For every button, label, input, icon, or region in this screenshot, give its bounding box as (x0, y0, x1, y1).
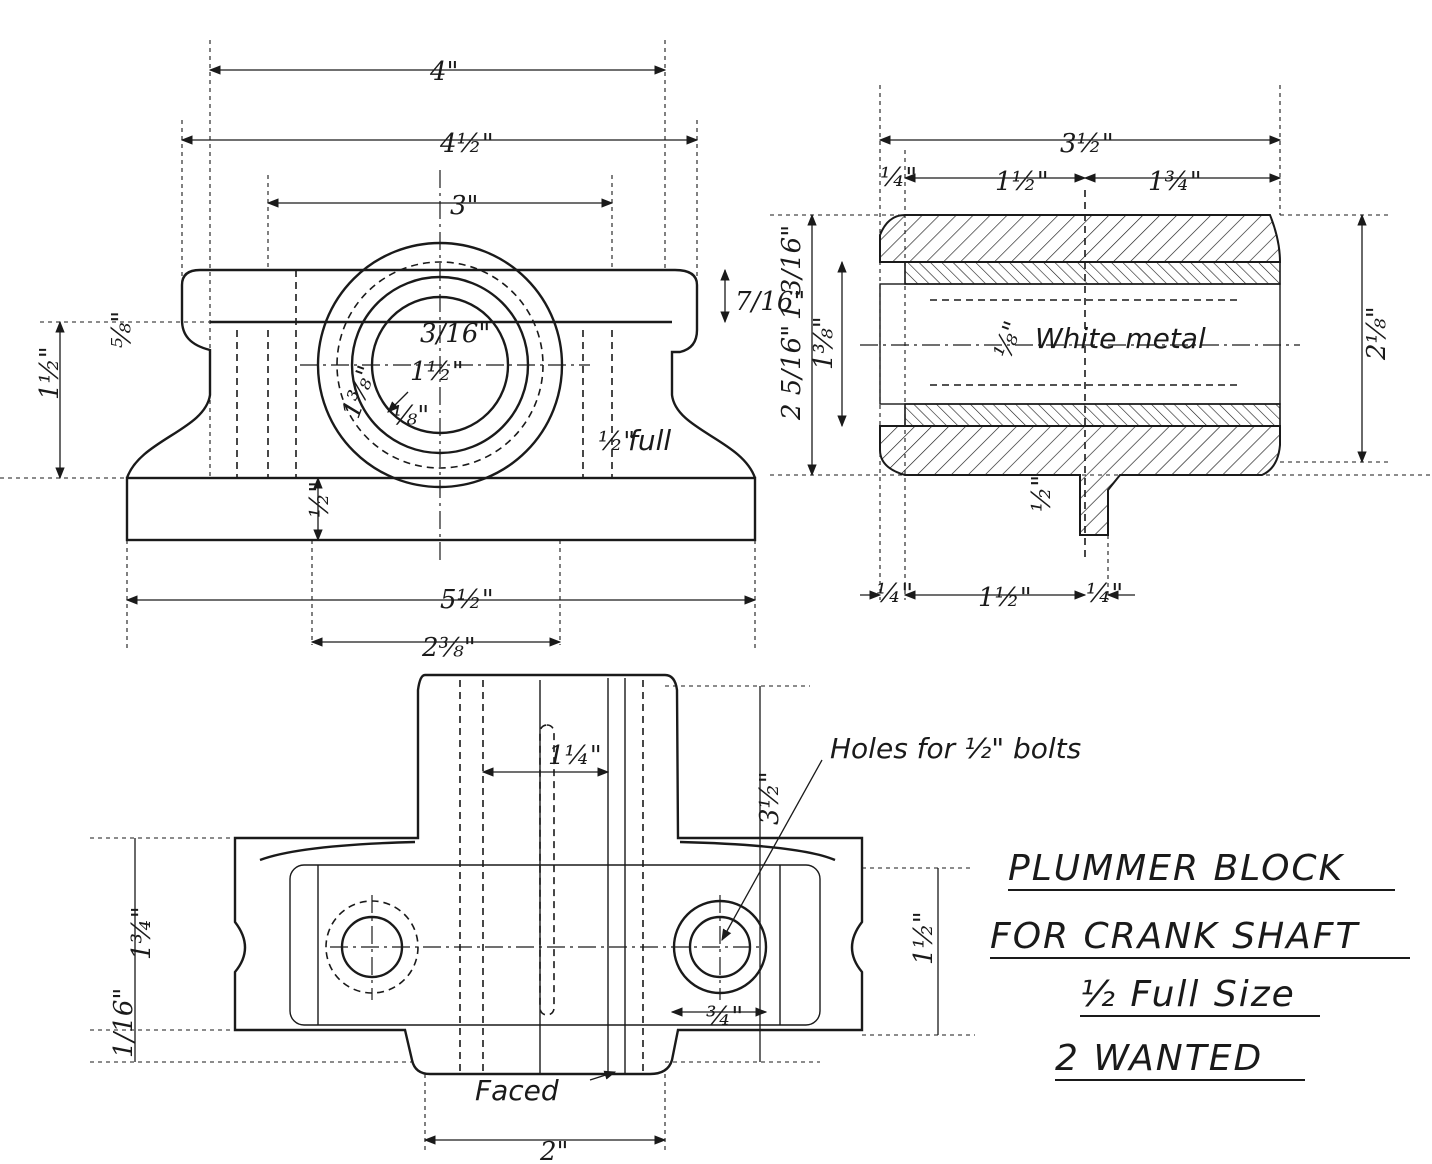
dim-1-half-plan: 1½" (909, 911, 939, 965)
dim-7-16: 7/16" (735, 287, 805, 317)
title-block: PLUMMER BLOCK FOR CRANK SHAFT ½ Full Siz… (990, 848, 1410, 1081)
dim-1-half-bottom: 1½" (978, 583, 1032, 613)
side-white-metal-bottom (904, 403, 1281, 427)
note-holes: Holes for ½" bolts (830, 732, 1081, 765)
dim-3-half: 3½" (1060, 129, 1114, 159)
dim-3-4: ¾" (706, 1002, 743, 1032)
title-line-1: PLUMMER BLOCK (1008, 848, 1345, 889)
dim-base-half: ½" (305, 481, 335, 518)
dim-2-5-16: 2 5/16" (777, 325, 807, 421)
dim-3-half-plan: 3½" (755, 771, 785, 825)
dim-2-1-8: 2⅛" (1362, 306, 1392, 361)
title-line-4: 2 WANTED (1055, 1038, 1263, 1079)
dim-quarter-right: ¼" (1086, 579, 1123, 609)
leader-faced (589, 1070, 617, 1081)
plan-view: 1¾" 1/16" 1½" 3½" 2" 1¼" ¾" Holes for ½"… (90, 673, 1081, 1164)
plan-outline (233, 673, 864, 1076)
dim-1-8-side: ⅛" (988, 317, 1029, 362)
title-line-3: ½ Full Size (1080, 974, 1296, 1015)
dim-1-4: 1¼" (548, 741, 602, 771)
dim-leader-bore (387, 391, 409, 413)
dim-5-8: ⅝" (107, 311, 137, 348)
dim-1-16: 1/16" (109, 988, 139, 1058)
plan-pad (259, 840, 836, 862)
note-white-metal: White metal (1035, 322, 1206, 355)
dim-2-3-8: 2⅜" (421, 633, 476, 663)
dim-1-3-8-front: 1⅜" (336, 362, 383, 423)
dim-bore-1-8: ⅛" (392, 401, 429, 431)
dim-1-half-top: 1½" (995, 167, 1049, 197)
front-elevation: 4" 4½" 3" 5½" 2⅜" 1½" ⅝" ½" 7/16" ½" ful… (0, 40, 805, 663)
dim-3: 3" (450, 191, 479, 221)
dim-3-16: 3/16" (420, 319, 490, 349)
dim-2: 2" (539, 1137, 569, 1164)
title-line-2: FOR CRANK SHAFT (990, 916, 1361, 957)
dim-quarter-left: ¼" (876, 579, 913, 609)
dim-half-full: ½" (598, 427, 635, 457)
front-base (125, 476, 757, 542)
dim-4-half: 4½" (439, 129, 494, 159)
dim-4: 4" (429, 57, 459, 87)
plan-oil-groove (539, 724, 555, 1016)
side-white-metal-top (904, 261, 1281, 285)
dim-1-3-4: 1¾" (1148, 167, 1202, 197)
side-section-top (879, 214, 1282, 263)
note-full: full (628, 424, 671, 457)
dim-5-half: 5½" (440, 585, 494, 615)
dim-bore-1-half: 1½" (410, 357, 464, 387)
front-body (125, 268, 757, 479)
side-section: 3½" ¼" 1½" 1¾" 2⅛" 2 5/16" 1⅜" 1 3/16" ⅛… (770, 85, 1432, 613)
plan-inner-pad (289, 864, 821, 1026)
dim-quarter-top: ¼" (880, 163, 917, 193)
dim-1-3-8-side: 1⅜" (809, 316, 839, 370)
dim-1-half-left: 1½" (35, 346, 65, 400)
side-section-bottom (879, 425, 1281, 536)
note-faced: Faced (475, 1074, 559, 1107)
dim-1-3-4-plan: 1¾" (127, 906, 157, 960)
dim-half-side: ½" (1027, 475, 1057, 512)
dim-13-16: 1 3/16" (777, 225, 807, 320)
leader-holes (721, 759, 823, 942)
